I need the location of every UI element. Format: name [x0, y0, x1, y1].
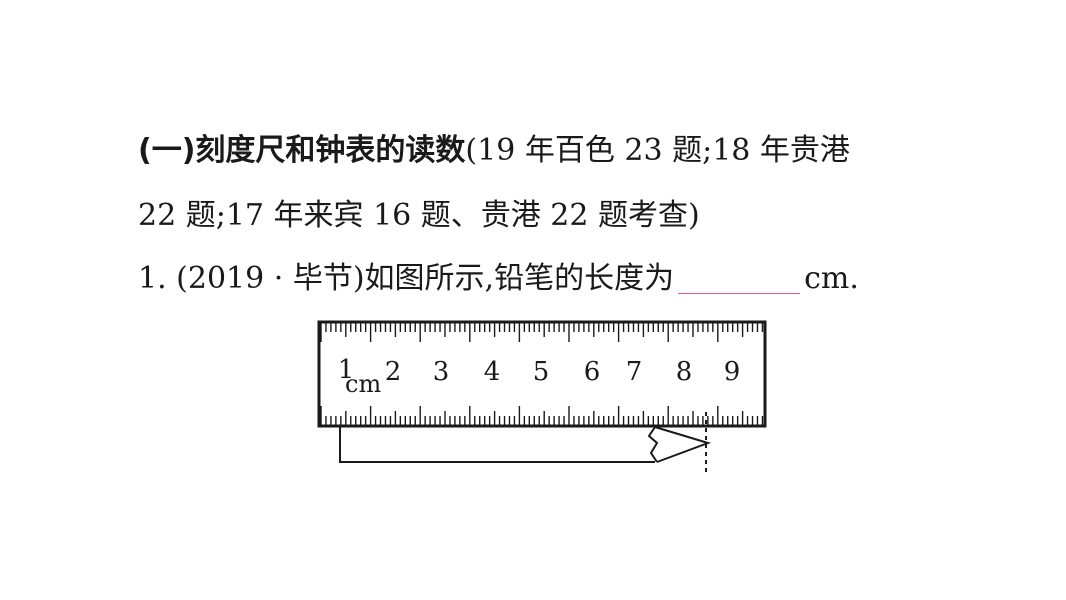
- question-text: 如图所示,铅笔的长度为: [364, 261, 675, 296]
- ruler-number: 8: [676, 357, 693, 387]
- ruler-number: 1: [338, 355, 355, 385]
- ruler-number: 6: [584, 357, 601, 387]
- pencil-body: [339, 427, 655, 463]
- ruler-number: 5: [533, 357, 550, 387]
- ruler-bottom-ticks: [320, 406, 764, 426]
- pencil-wood-edge: [647, 426, 659, 463]
- section-heading: (一)刻度尺和钟表的读数: [138, 133, 466, 168]
- answer-unit: cm.: [804, 261, 859, 296]
- ruler-number: 9: [724, 357, 741, 387]
- question-number: 1.: [138, 261, 167, 296]
- ruler-number: 4: [484, 357, 501, 387]
- section-sources-line: 22 题;17 年来宾 16 题、贵港 22 题考查): [138, 196, 700, 236]
- section-heading-line: (一)刻度尺和钟表的读数(19 年百色 23 题;18 年贵港: [138, 131, 850, 171]
- section-sources-part2: 22 题;17 年来宾 16 题、贵港 22 题考查): [138, 198, 700, 233]
- ruler-number: 2: [385, 357, 402, 387]
- ruler-number: 7: [626, 357, 643, 387]
- ruler-body: [317, 320, 767, 428]
- ruler-top-ticks: [320, 322, 764, 342]
- section-sources-part1: (19 年百色 23 题;18 年贵港: [465, 133, 850, 168]
- pencil-tip: [654, 426, 712, 463]
- ruler-number: 3: [433, 357, 450, 387]
- ruler-unit-label: cm: [345, 370, 381, 398]
- question-source: (2019 · 毕节): [176, 261, 365, 296]
- question-line: 1. (2019 · 毕节)如图所示,铅笔的长度为 cm.: [138, 259, 859, 299]
- answer-blank[interactable]: [678, 263, 801, 294]
